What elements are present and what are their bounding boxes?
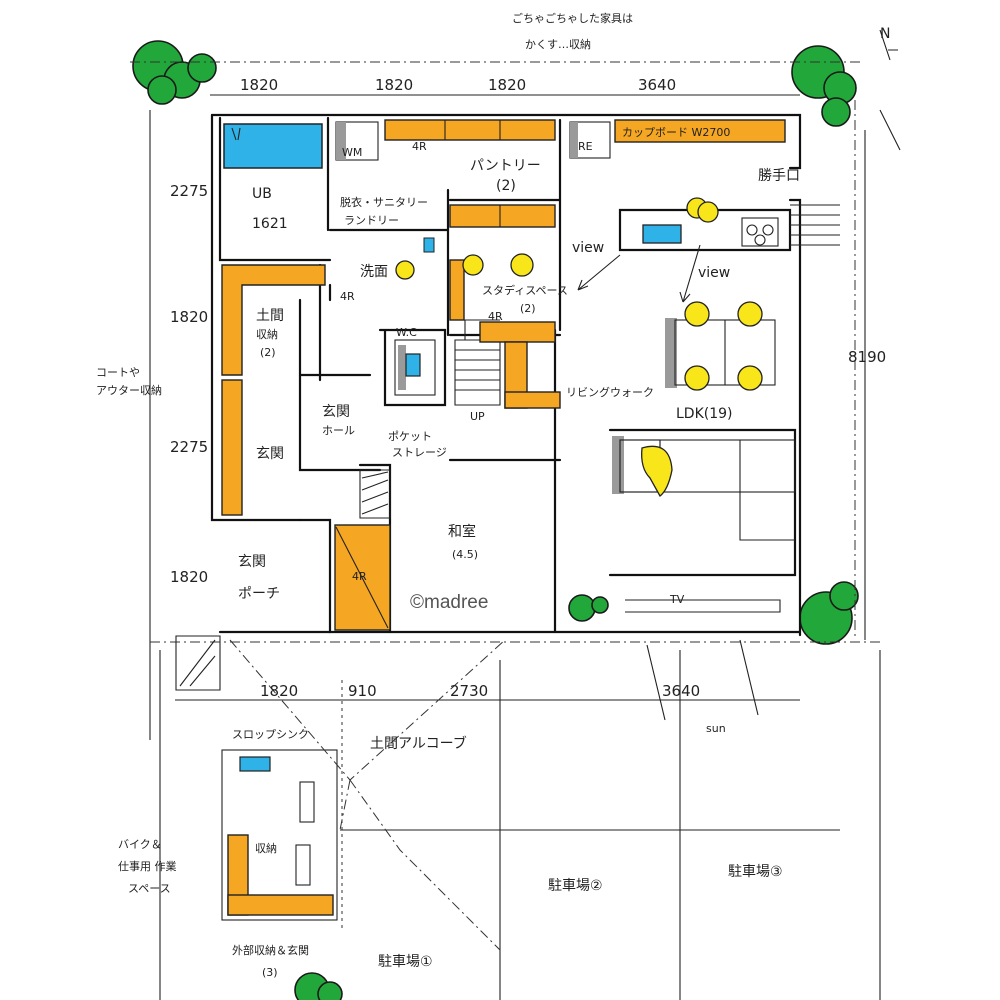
stairs-up: UP xyxy=(470,410,485,423)
room-washitsu-size: (4.5) xyxy=(452,548,478,561)
refrigerator-icon xyxy=(569,121,611,159)
room-katteguchi: 勝手口 xyxy=(758,168,800,184)
room-washitsu: 和室 xyxy=(448,523,476,540)
room-re: RE xyxy=(578,140,593,153)
washing-machine-icon xyxy=(335,121,379,161)
parking-2: 駐車場② xyxy=(548,877,603,894)
room-hall-line2: ホール xyxy=(322,424,355,437)
dim-top-3: 1820 xyxy=(488,76,526,94)
room-study: スタディスペース xyxy=(482,283,568,297)
outer-storage-line2: (3) xyxy=(262,966,278,979)
dim-left-2: 1820 xyxy=(170,308,208,326)
cupboard-label: カップボード W2700 xyxy=(622,126,730,139)
toilet-icon xyxy=(394,339,436,396)
tree-icon xyxy=(294,972,343,1000)
dim-top-1: 1820 xyxy=(240,76,278,94)
room-wc: W.C xyxy=(396,326,417,339)
dim-bottom-2: 910 xyxy=(348,682,377,700)
coat-note-line2: アウター収納 xyxy=(96,384,162,397)
coat-note-line1: コートや xyxy=(96,366,140,379)
dim-top-2: 1820 xyxy=(375,76,413,94)
room-living-walk: リビングウォーク xyxy=(566,385,654,399)
room-pocket-line1: ポケット xyxy=(388,430,432,443)
tv-label: TV xyxy=(669,593,685,606)
room-laundry-line1: 脱衣・サニタリー xyxy=(340,195,428,209)
tree-icon xyxy=(791,45,857,127)
room-genkan: 玄関 xyxy=(256,445,284,462)
storage-tag: 収納 xyxy=(255,842,277,855)
dim-left-4: 1820 xyxy=(170,568,208,586)
bike-note-line2: 仕事用 作業 xyxy=(118,860,177,873)
sofa-icon xyxy=(612,436,796,494)
tree-icon xyxy=(799,581,859,645)
tag-4r-2: 4R xyxy=(340,290,355,303)
bike-note-line3: スペース xyxy=(128,882,171,895)
bathtub-icon xyxy=(223,123,323,169)
slop-sink-icon xyxy=(239,756,271,772)
dim-left-1: 2275 xyxy=(170,182,208,200)
top-note-line2: かくす…収納 xyxy=(525,38,591,51)
top-note-line1: ごちゃごちゃした家具は xyxy=(512,11,633,25)
chair-icon xyxy=(395,253,534,280)
stove-icon xyxy=(741,217,779,247)
sun-label: sun xyxy=(706,722,726,735)
room-pocket-line2: ストレージ xyxy=(392,446,447,459)
parking-1: 駐車場① xyxy=(378,953,433,970)
dim-bottom-4: 3640 xyxy=(662,682,700,700)
dim-top-4: 3640 xyxy=(638,76,676,94)
parking-3: 駐車場③ xyxy=(728,863,783,880)
tree-icon xyxy=(568,594,609,622)
room-ldk: LDK(19) xyxy=(676,406,733,422)
tree-icon xyxy=(132,40,217,105)
view-arrows xyxy=(577,29,901,721)
storage-cabinets xyxy=(221,119,786,916)
room-porch-line2: ポーチ xyxy=(238,586,280,602)
dining-table-icon xyxy=(665,318,776,388)
room-pantry: パントリー xyxy=(470,158,541,174)
tag-4r-3: 4R xyxy=(488,310,503,323)
room-alcove: 土間アルコーブ xyxy=(370,735,467,752)
room-ub: UB xyxy=(252,186,272,202)
dim-bottom-3: 2730 xyxy=(450,682,488,700)
chair-icon xyxy=(684,301,763,391)
room-wm: WM xyxy=(342,146,362,159)
room-wash: 洗面 xyxy=(360,264,388,280)
person-icon xyxy=(641,445,673,497)
chair-icon xyxy=(686,197,719,223)
outer-storage-line1: 外部収納＆玄関 xyxy=(232,943,309,957)
room-porch-line1: 玄関 xyxy=(238,553,266,570)
watermark: ©madree xyxy=(410,592,488,613)
room-pantry-size: (2) xyxy=(496,178,516,194)
room-laundry-line2: ランドリー xyxy=(344,214,399,227)
bike-icon xyxy=(221,749,338,921)
bike-note-line1: バイク＆ xyxy=(118,838,162,851)
kitchen-sink-icon xyxy=(642,224,682,244)
grid-lines xyxy=(130,61,881,1000)
view-label-1: view xyxy=(572,240,604,256)
room-hall-line1: 玄関 xyxy=(322,403,350,420)
washbasin-icon xyxy=(423,237,435,253)
slop-sink-label: スロップシンク xyxy=(232,728,309,741)
tag-4r-1: 4R xyxy=(412,140,427,153)
dim-right: 8190 xyxy=(848,348,886,366)
view-label-2: view xyxy=(698,265,730,281)
alcove-outline xyxy=(229,639,506,951)
room-study-size: (2) xyxy=(520,302,536,315)
room-doma-size: (2) xyxy=(260,346,276,359)
tag-4r-4: 4R xyxy=(352,570,367,583)
room-doma-storage-2: 収納 xyxy=(256,328,278,341)
room-doma-storage: 土間 xyxy=(256,308,284,324)
room-ub-size: 1621 xyxy=(252,216,288,232)
exterior-walls xyxy=(175,113,802,691)
dim-bottom-1: 1820 xyxy=(260,682,298,700)
north-label: N xyxy=(880,26,890,42)
dim-left-3: 2275 xyxy=(170,438,208,456)
